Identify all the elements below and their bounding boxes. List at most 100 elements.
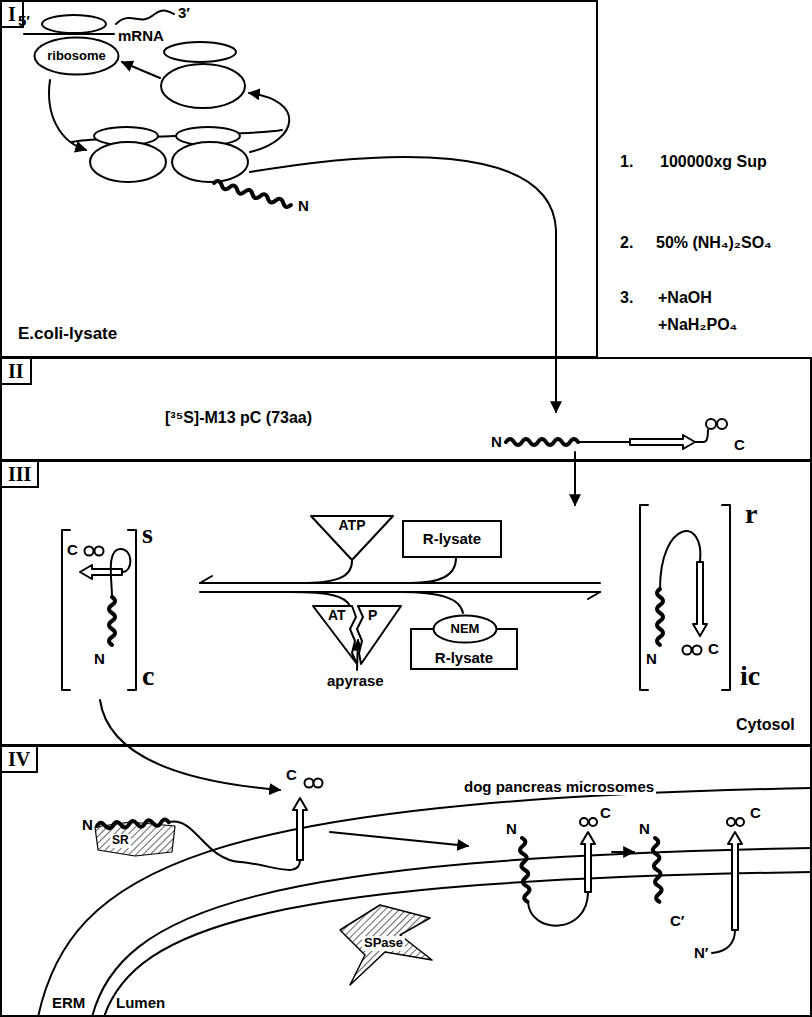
reagent-line [300,561,352,583]
membrane-anchor-arrow [728,832,742,930]
triangle-piece [313,606,357,664]
label: C [286,766,297,783]
signal-peptide [652,838,662,902]
microsome-membrane [104,872,812,1017]
label: 5′ [18,12,30,29]
node-text: ribosome [47,49,106,64]
state-letter: r [745,500,757,528]
panel-frame: IIICytosolATPR-lysateATPR-lysateNEM [0,460,812,746]
ellipse-outline [434,616,497,643]
node-text: R-lysate [435,649,493,666]
large-subunit [90,142,166,182]
equilibrium-arrow [588,592,600,599]
node-text: ATP [339,517,366,533]
small-subunit [42,15,106,33]
node-text: E.coli-lysate [18,324,117,344]
panel-one-art [24,10,556,412]
signal-sequence [213,180,292,208]
bracket [722,505,730,690]
label: N [639,820,650,837]
signal-sequence [519,838,531,902]
chain-line [578,441,630,443]
label: 100000xg Sup [660,153,767,171]
charged-end [314,779,323,788]
node-text: [³⁵S]-M13 pC (73aa) [165,409,312,427]
charged-end [706,419,716,429]
flow-arrow [122,62,160,78]
charged-end [727,818,735,826]
triangle-outline [311,516,393,560]
ellipse-outline [35,38,119,75]
panel-three-art [62,505,730,790]
label: N [506,820,517,837]
label: N [491,433,502,450]
label: dog pancreas microsomes [462,778,656,795]
signal-sequence [657,589,663,645]
label: C [750,804,761,821]
microsome-membrane [92,848,812,1017]
label: C′ [670,912,684,929]
label: N [82,816,93,833]
label: C [67,541,78,558]
node-text: P [368,607,377,623]
signal-sequence [506,439,578,445]
panel-frame: IE.coli-lysateribosome [0,0,598,358]
label: apyrase [327,672,384,689]
label: N [646,650,657,667]
recycle-arrow [249,93,289,152]
process-arrow [612,851,634,853]
process-arrow [330,832,468,846]
chain-line [695,430,708,442]
node-text: AT [328,607,346,623]
node-text: R-lysate [423,530,481,547]
label: SR [110,834,131,848]
state-letter: c [142,662,154,690]
chain-line [169,821,300,870]
large-subunit [161,64,245,108]
equilibrium-arrow [200,582,600,584]
charged-end [85,547,94,556]
panel-number: II [0,357,32,385]
charged-end [693,646,702,655]
equilibrium-arrow [200,576,212,583]
mrna-line [24,33,114,35]
state-letter: ic [740,662,760,690]
panel-two-art [506,419,727,505]
charged-end [580,818,588,826]
label: C [708,640,719,657]
membrane-anchor-arrow [693,562,707,636]
panel-four-art [38,779,812,1017]
charged-end [95,547,104,556]
membrane-anchor-arrow [80,565,122,579]
reagent-box: R-lysateNEM [410,628,518,670]
signal-peptidase [340,905,432,985]
reagent-box: R-lysate [402,520,502,558]
charged-end [589,818,597,826]
panel-number: III [0,460,39,488]
cleaved-triangle: AT P [312,605,402,665]
label: Lumen [116,994,165,1011]
membrane-anchor-arrow [581,832,595,892]
signal-sequence [109,597,115,645]
large-subunit [172,142,248,182]
label: N [298,197,309,214]
reagent-triangle: ATP [310,515,394,561]
mrna-tail [116,10,174,24]
charged-end [305,779,314,788]
label: ERM [52,994,85,1011]
charged-end [717,419,727,429]
state-letter: s [142,520,153,548]
cleaved-triangle-outline [312,605,402,665]
panel-frame: IV [0,745,812,1017]
charged-end [736,818,744,826]
chain-line [111,549,131,597]
chain-line [660,531,700,589]
label: 50% (NH₄)₂SO₄ [656,234,772,252]
membrane-anchor-arrow [293,798,307,860]
label: +NaOH [658,289,712,307]
small-subunit [164,42,236,62]
label: mRNA [118,27,164,44]
panel-frame: II [³⁵S]-M13 pC (73aa) [0,357,812,461]
signal-sequence [97,819,169,829]
